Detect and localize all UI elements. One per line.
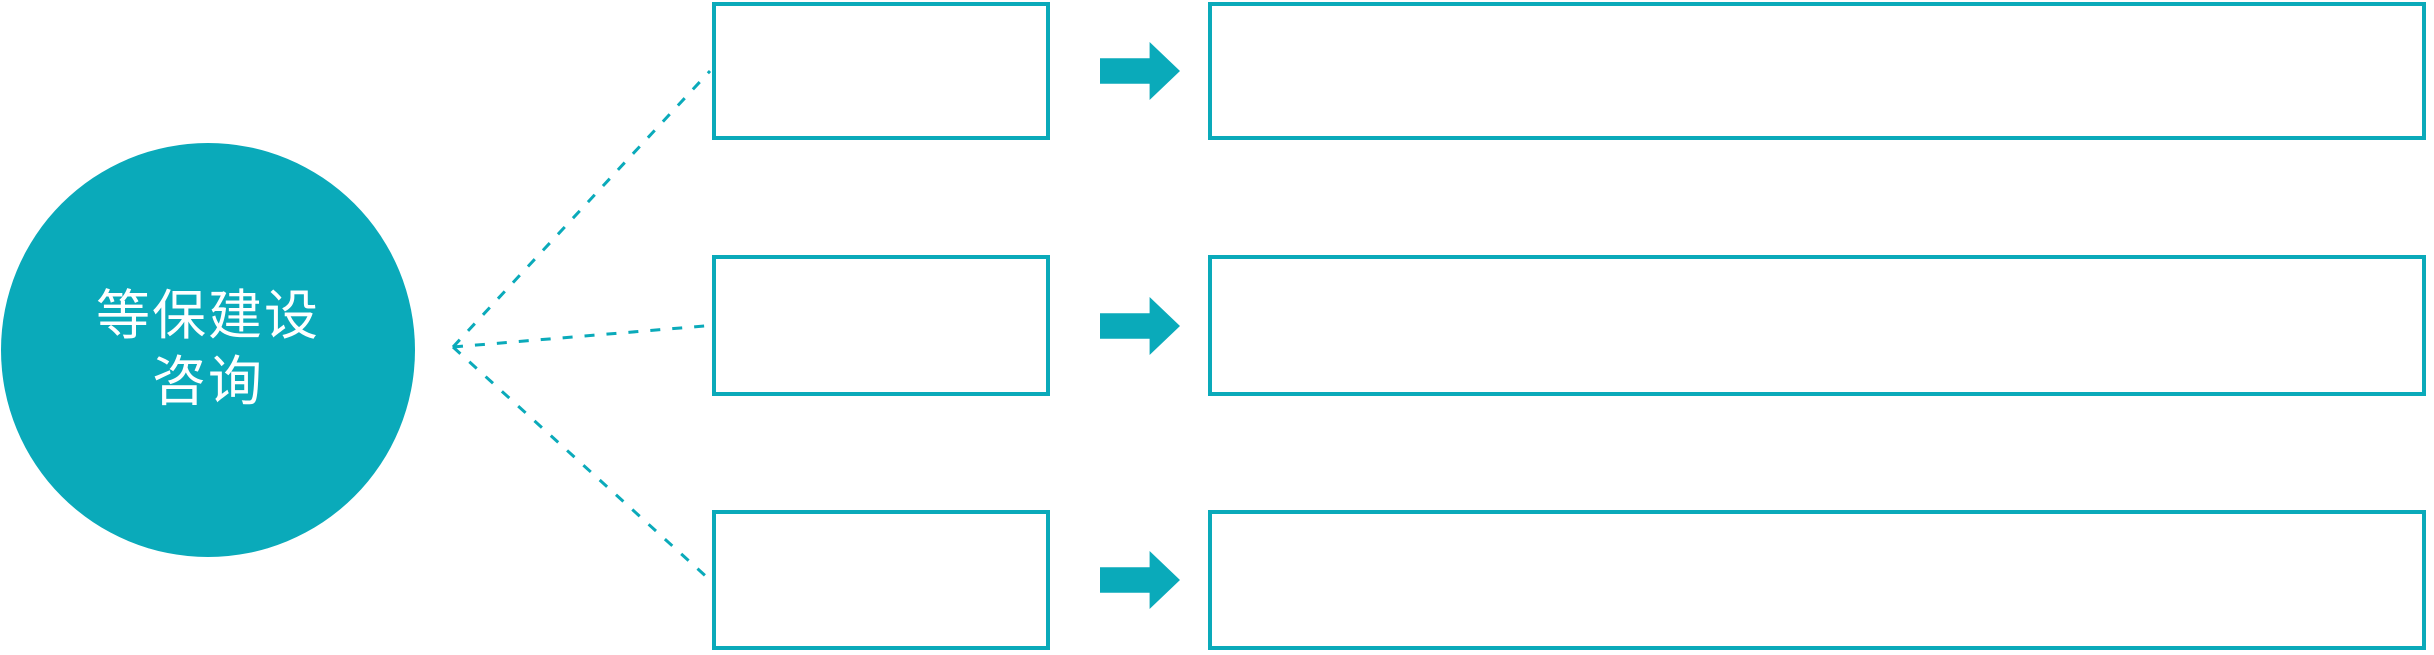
arrow-right-icon [1100,296,1180,355]
arrow-right-icon [1100,42,1180,100]
arrow-right-icon [1100,551,1180,609]
key-box-2[interactable] [712,255,1050,396]
key-box-3[interactable] [712,510,1050,650]
detail-box-2[interactable] [1208,255,2426,396]
key-box-1[interactable] [712,2,1050,140]
connector-line-1 [451,69,712,349]
connector-line-2 [452,324,711,349]
detail-box-3[interactable] [1208,510,2426,650]
connector-line-3 [451,345,712,582]
detail-box-1[interactable] [1208,2,2426,140]
hub-label: 等保建设 咨询 [96,286,320,412]
hub-node[interactable]: 等保建设 咨询 [1,143,415,557]
